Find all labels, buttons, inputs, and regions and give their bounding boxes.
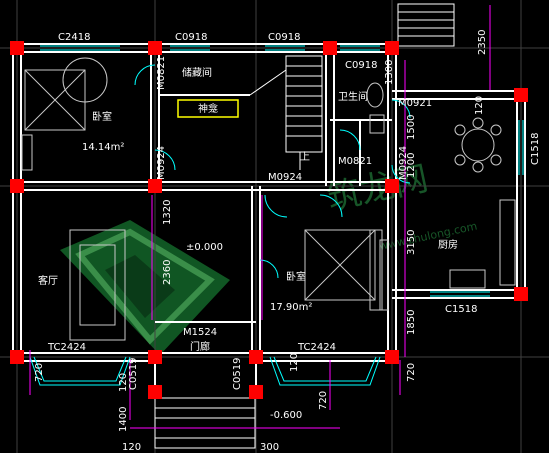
dim-label: 720 bbox=[406, 363, 417, 382]
column bbox=[10, 41, 24, 55]
column bbox=[148, 385, 162, 399]
stove bbox=[449, 269, 486, 289]
walls bbox=[12, 43, 526, 392]
column bbox=[249, 350, 263, 364]
column bbox=[385, 41, 399, 55]
column bbox=[514, 287, 528, 301]
bed-1 bbox=[24, 69, 86, 131]
window-label: C1518 bbox=[530, 133, 541, 165]
column bbox=[249, 385, 263, 399]
window-label: TC2424 bbox=[297, 342, 336, 353]
room-label: 客厅 bbox=[38, 274, 58, 287]
window-label: C0918 bbox=[268, 32, 300, 43]
window-label: TC2424 bbox=[47, 342, 86, 353]
window-label: C0918 bbox=[175, 32, 207, 43]
room-label: 卧室 bbox=[92, 110, 112, 123]
dimension-labels: 2350 1300 120 1500 1200 1320 2360 3150 1… bbox=[34, 30, 488, 453]
dim-label: 120 bbox=[122, 442, 141, 453]
bay-windows bbox=[29, 356, 381, 386]
column bbox=[514, 88, 528, 102]
watermark-logo-core bbox=[105, 255, 175, 318]
room-label: 卧室 bbox=[286, 270, 306, 283]
room-label: 门廊 bbox=[190, 340, 210, 353]
door-label: M0921 bbox=[398, 98, 432, 109]
bed-2 bbox=[304, 229, 376, 301]
column bbox=[10, 350, 24, 364]
top-windows bbox=[40, 45, 524, 297]
dim-label: 120 bbox=[474, 96, 485, 115]
dim-label: 1850 bbox=[406, 310, 417, 335]
dim-label: 2350 bbox=[477, 30, 488, 55]
window-label: C0519 bbox=[128, 358, 139, 390]
dim-label: 120 bbox=[118, 373, 129, 392]
room-label: 卫生间 bbox=[338, 90, 368, 103]
door-label: M0821 bbox=[338, 156, 372, 167]
stair-up-label: 上 bbox=[300, 151, 310, 163]
staircase bbox=[249, 55, 323, 170]
kitchen-counter bbox=[499, 199, 516, 286]
room-area: 14.14m² bbox=[82, 142, 124, 153]
door-label: M0924 bbox=[268, 172, 302, 183]
door-label: M0821 bbox=[156, 56, 167, 90]
elevation-label: -0.600 bbox=[270, 410, 302, 421]
dim-label: 300 bbox=[260, 442, 279, 453]
dim-label: 1400 bbox=[118, 407, 129, 432]
sofa bbox=[69, 229, 126, 341]
window-label: C1518 bbox=[445, 304, 477, 315]
door-label: M0924 bbox=[398, 146, 409, 180]
dim-label: 2360 bbox=[162, 260, 173, 285]
bath-sink bbox=[369, 114, 385, 134]
shrine: 神龛 bbox=[177, 99, 239, 118]
door-label: M0924 bbox=[156, 146, 167, 180]
dim-label: 120 bbox=[289, 353, 300, 372]
column bbox=[323, 41, 337, 55]
labels: C2418 C0918 C0918 C0918 C1518 C1518 TC24… bbox=[38, 32, 541, 421]
top-entry-stairs bbox=[397, 3, 455, 47]
dim-label: 720 bbox=[318, 391, 329, 410]
columns bbox=[10, 41, 528, 399]
elevation-label: ±0.000 bbox=[186, 242, 223, 253]
watermark-url: www.zhulong.com bbox=[378, 219, 478, 252]
dining-table bbox=[461, 128, 495, 162]
column bbox=[10, 179, 24, 193]
watermark-logo-frame bbox=[75, 228, 215, 345]
window-label: C0918 bbox=[345, 60, 377, 71]
dim-label: 720 bbox=[34, 363, 45, 382]
window-label: C0519 bbox=[232, 358, 243, 390]
toilet bbox=[366, 82, 384, 108]
room-label: 厨房 bbox=[438, 238, 458, 251]
column bbox=[148, 179, 162, 193]
room-area: 17.90m² bbox=[270, 302, 312, 313]
column bbox=[148, 41, 162, 55]
column bbox=[385, 350, 399, 364]
door-label: M1524 bbox=[183, 327, 217, 338]
room-label: 储藏间 bbox=[182, 66, 212, 79]
dim-label: 1320 bbox=[162, 200, 173, 225]
bottom-entry-stairs bbox=[154, 397, 256, 449]
shrine-label: 神龛 bbox=[198, 102, 218, 115]
dim-label: 1500 bbox=[406, 115, 417, 140]
dim-label: 1200 bbox=[406, 153, 417, 178]
dim-label: 3150 bbox=[406, 230, 417, 255]
furniture bbox=[21, 57, 516, 341]
window-label: C2418 bbox=[58, 32, 90, 43]
column bbox=[148, 350, 162, 364]
round-rug bbox=[62, 57, 108, 103]
dim-label: 1300 bbox=[384, 60, 395, 85]
dimension-lines bbox=[29, 5, 491, 429]
column bbox=[385, 179, 399, 193]
